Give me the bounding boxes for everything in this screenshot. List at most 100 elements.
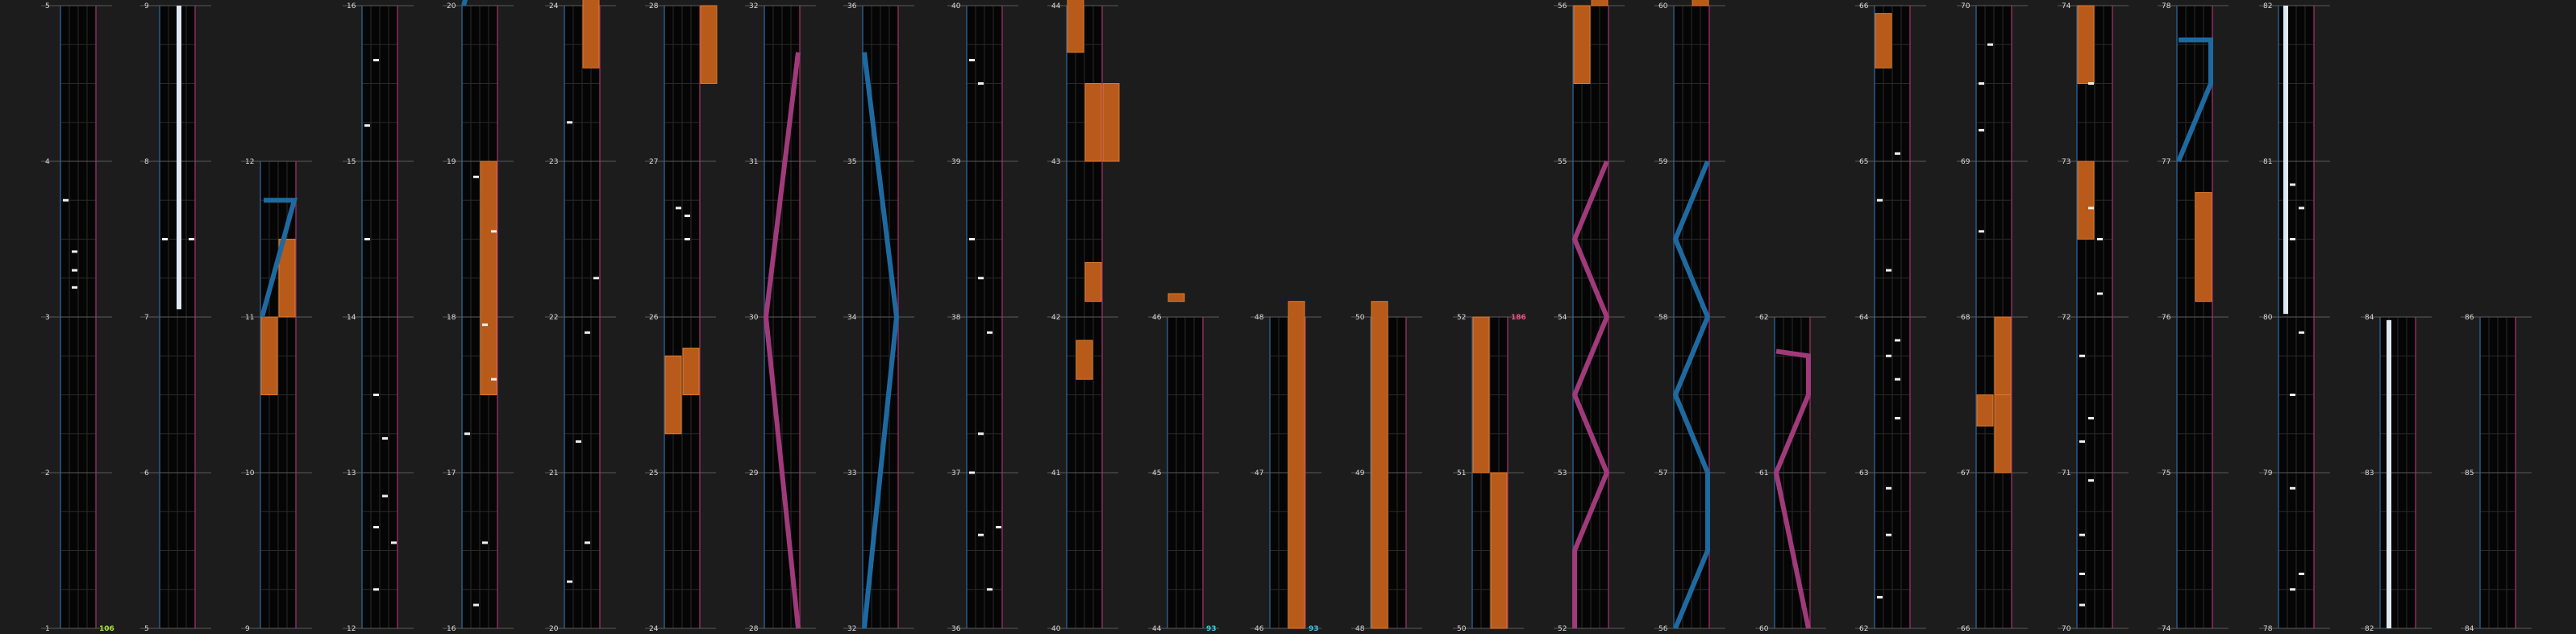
hold-note bbox=[1167, 293, 1185, 302]
tap-note bbox=[593, 277, 599, 280]
measure-number: 18 bbox=[447, 314, 456, 322]
slide-path bbox=[260, 198, 298, 318]
tap-note bbox=[2299, 331, 2304, 334]
combo-count: 106 bbox=[99, 625, 114, 633]
tap-note bbox=[2079, 354, 2085, 357]
hold-note bbox=[1692, 0, 1709, 6]
tap-note bbox=[1877, 198, 1883, 202]
tap-note bbox=[162, 238, 168, 240]
tap-note bbox=[2299, 206, 2304, 210]
tap-note bbox=[576, 440, 581, 443]
measure-number: 37 bbox=[951, 469, 960, 478]
tap-note bbox=[2290, 238, 2295, 240]
measure-number: 48 bbox=[1355, 625, 1365, 633]
hold-note bbox=[480, 161, 497, 395]
tap-note bbox=[1886, 269, 1891, 272]
measure-number: 26 bbox=[649, 314, 659, 322]
white-hold-note bbox=[2387, 319, 2391, 628]
measure-number: 60 bbox=[1759, 625, 1769, 633]
tap-note bbox=[1979, 128, 1984, 131]
hold-note bbox=[1875, 13, 1892, 69]
hold-note bbox=[1994, 394, 2012, 473]
tap-note bbox=[2299, 572, 2304, 575]
measure-number: 12 bbox=[347, 625, 356, 633]
tap-note bbox=[364, 238, 370, 240]
measure-number: 43 bbox=[1051, 158, 1060, 166]
tap-note bbox=[969, 59, 975, 62]
measure-number: 52 bbox=[1558, 625, 1567, 633]
measure-number: 56 bbox=[1558, 2, 1567, 10]
measure-number: 15 bbox=[347, 158, 356, 166]
hold-note bbox=[1067, 0, 1084, 53]
measure-number: 20 bbox=[549, 625, 559, 633]
hold-note bbox=[2077, 5, 2095, 84]
measure-number: 76 bbox=[2162, 314, 2171, 322]
tap-note bbox=[464, 432, 470, 436]
measure-number: 3 bbox=[45, 314, 50, 322]
measure-number: 29 bbox=[749, 469, 759, 478]
tap-note bbox=[978, 82, 984, 85]
measure-number: 50 bbox=[1355, 314, 1365, 322]
tap-note bbox=[373, 526, 379, 529]
measure-number: 24 bbox=[649, 625, 659, 633]
measure-number: 7 bbox=[144, 314, 149, 322]
tap-note bbox=[491, 230, 497, 233]
tap-note bbox=[978, 432, 984, 436]
hold-note bbox=[1076, 340, 1093, 380]
tap-note bbox=[969, 238, 975, 240]
measure-number: 32 bbox=[847, 625, 856, 633]
measure-number: 63 bbox=[1859, 469, 1868, 478]
measure-number: 44 bbox=[1051, 2, 1061, 10]
tap-note bbox=[2290, 183, 2295, 186]
measure-number: 13 bbox=[347, 469, 356, 478]
tap-note bbox=[2097, 238, 2103, 240]
measure-number: 23 bbox=[549, 158, 558, 166]
measure-number: 36 bbox=[847, 2, 857, 10]
measure-number: 57 bbox=[1658, 469, 1667, 478]
measure-number: 32 bbox=[749, 2, 758, 10]
measure-number: 67 bbox=[1961, 469, 1970, 478]
measure-number: 9 bbox=[144, 2, 149, 10]
tap-note bbox=[1895, 152, 1900, 155]
tap-note bbox=[996, 526, 1001, 529]
white-hold-note bbox=[177, 6, 181, 310]
measure-number: 6 bbox=[144, 469, 149, 478]
tap-note bbox=[1877, 595, 1883, 599]
tap-note bbox=[391, 541, 397, 544]
measure-number: 2 bbox=[45, 469, 50, 478]
measure-number: 59 bbox=[1658, 158, 1668, 166]
measure-number: 62 bbox=[1759, 314, 1768, 322]
tap-note bbox=[373, 588, 379, 591]
measure-number: 52 bbox=[1457, 314, 1466, 322]
hold-note bbox=[1573, 5, 1591, 84]
measure-number: 42 bbox=[1051, 314, 1060, 322]
white-hold-note bbox=[2283, 6, 2288, 315]
